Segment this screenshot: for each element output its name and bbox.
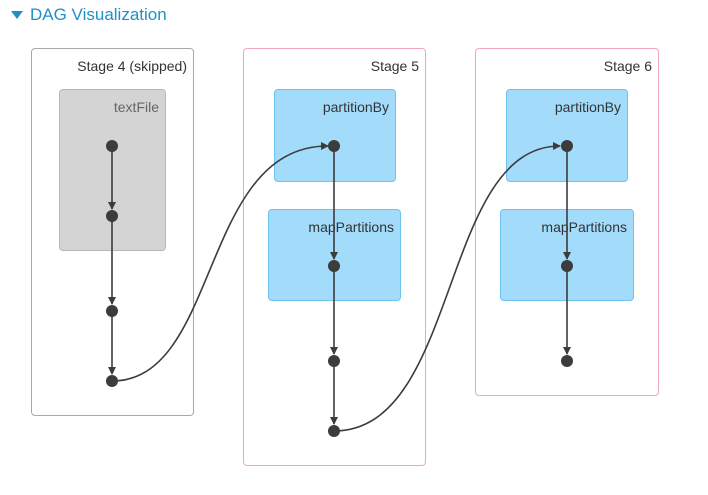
edge-stage4-to-stage5: [111, 142, 329, 382]
rdd-node[interactable]: [106, 210, 118, 222]
rdd-node[interactable]: [328, 355, 340, 367]
section-title: DAG Visualization: [30, 5, 167, 24]
rdd-node[interactable]: [328, 140, 340, 152]
caret-down-icon: [11, 11, 23, 19]
stage-5-label: Stage 5: [370, 58, 419, 74]
stage-6-label: Stage 6: [603, 58, 652, 74]
op-label: textFile: [113, 99, 159, 115]
op-label: mapPartitions: [541, 219, 627, 235]
op-label: mapPartitions: [308, 219, 394, 235]
rdd-node[interactable]: [561, 355, 573, 367]
rdd-node[interactable]: [561, 140, 573, 152]
stage-5-op-partitionby[interactable]: partitionBy: [274, 89, 396, 182]
dag-visualization-toggle[interactable]: DAG Visualization: [10, 4, 167, 26]
rdd-node[interactable]: [328, 260, 340, 272]
rdd-node[interactable]: [561, 260, 573, 272]
op-label: partitionBy: [322, 99, 389, 115]
rdd-node[interactable]: [106, 375, 118, 387]
rdd-node[interactable]: [106, 140, 118, 152]
stage-4-label: Stage 4 (skipped): [77, 58, 187, 74]
op-label: partitionBy: [554, 99, 621, 115]
rdd-node[interactable]: [328, 425, 340, 437]
edge-stage5-to-stage6: [333, 142, 561, 432]
rdd-node[interactable]: [106, 305, 118, 317]
